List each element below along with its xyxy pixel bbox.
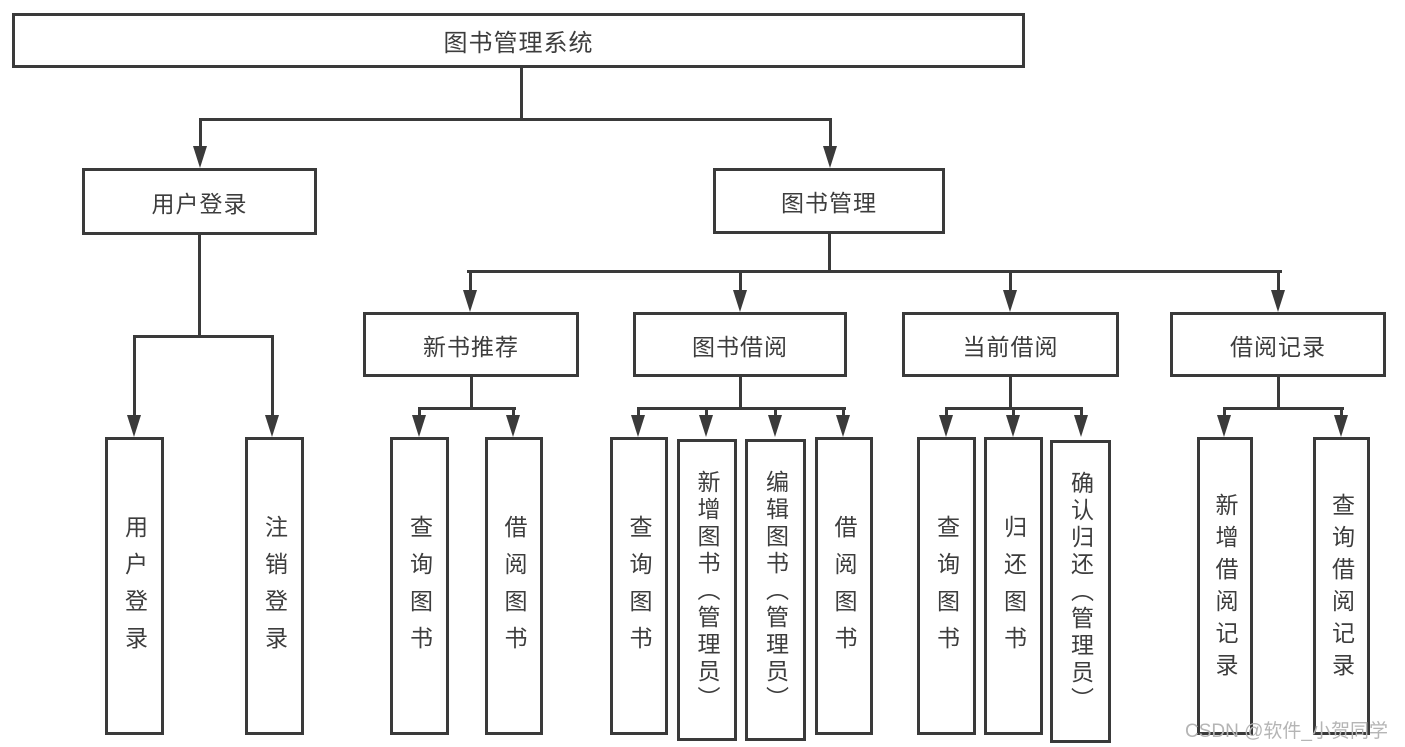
arrow-down-icon [412,415,426,437]
node-borrow-records: 借阅记录 [1170,312,1386,377]
connector-line [1223,407,1226,419]
connector-line [1223,407,1344,410]
connector-line [1012,407,1015,419]
arrow-down-icon [733,290,747,312]
node-current-borrow: 当前借阅 [902,312,1119,377]
connector-line [842,407,845,419]
connector-line [1009,377,1012,410]
connector-line [199,118,832,121]
connector-line [774,407,777,419]
arrow-down-icon [631,415,645,437]
node-borrow-query-book: 查询图书 [610,437,668,735]
connector-line [467,270,1282,273]
arrow-down-icon [699,415,713,437]
connector-line [739,270,742,294]
connector-line [637,407,640,419]
node-current-return-book: 归还图书 [984,437,1043,735]
csdn-watermark: CSDN @软件_小贺同学 [1185,721,1388,742]
arrow-down-icon [127,415,141,437]
node-book-management: 图书管理 [713,168,945,234]
arrow-down-icon [1006,415,1020,437]
connector-line [1277,270,1280,294]
arrow-down-icon [1217,415,1231,437]
connector-line [1340,407,1343,419]
connector-line [705,407,708,419]
connector-line [198,235,201,338]
node-records-add-record: 新增借阅记录 [1197,437,1253,735]
connector-line [1080,407,1083,419]
arrow-down-icon [939,415,953,437]
arrow-down-icon [265,415,279,437]
arrow-down-icon [506,415,520,437]
arrow-down-icon [193,146,207,168]
connector-line [1009,270,1012,294]
node-do-logout: 注销登录 [245,437,304,735]
arrow-down-icon [1003,290,1017,312]
connector-line [418,407,516,410]
node-current-confirm-return-admin: 确认归还（管理员） [1050,440,1111,743]
node-book-borrow: 图书借阅 [633,312,847,377]
node-records-query-record: 查询借阅记录 [1313,437,1370,735]
arrow-down-icon [1271,290,1285,312]
arrow-down-icon [463,290,477,312]
node-library-management-system: 图书管理系统 [12,13,1025,68]
connector-line [133,335,136,419]
connector-line [637,407,846,410]
connector-line [133,335,274,338]
connector-line [512,407,515,419]
node-borrow-borrow-book: 借阅图书 [815,437,873,735]
node-recommend-borrow-book: 借阅图书 [485,437,543,735]
arrow-down-icon [1334,415,1348,437]
node-new-book-recommend: 新书推荐 [363,312,579,377]
connector-line [739,377,742,410]
connector-line [470,377,473,410]
connector-line [829,118,832,150]
connector-line [418,407,421,419]
connector-line [271,335,274,419]
arrow-down-icon [836,415,850,437]
connector-line [945,407,948,419]
node-do-user-login: 用户登录 [105,437,164,735]
node-recommend-query-book: 查询图书 [390,437,449,735]
connector-line [469,270,472,294]
node-user-login: 用户登录 [82,168,317,235]
connector-line [199,118,202,150]
connector-line [1277,377,1280,410]
arrow-down-icon [823,146,837,168]
connector-line [520,68,523,121]
arrow-down-icon [1074,415,1088,437]
arrow-down-icon [768,415,782,437]
node-borrow-edit-book-admin: 编辑图书（管理员） [745,439,806,741]
node-current-query-book: 查询图书 [917,437,976,735]
connector-line [828,234,831,273]
node-borrow-add-book-admin: 新增图书（管理员） [677,439,737,741]
